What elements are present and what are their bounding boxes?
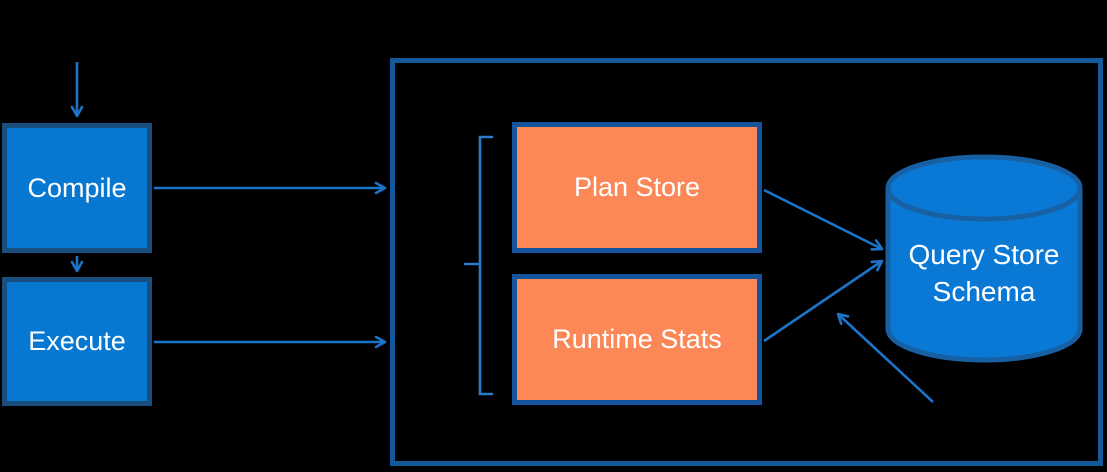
arrow-plan-store-to-schema	[763, 188, 884, 251]
runtime-stats-box: Runtime Stats	[512, 274, 762, 405]
plan-store-box: Plan Store	[512, 122, 762, 253]
arrow-runtime-stats-to-schema	[763, 259, 884, 343]
plan-store-label: Plan Store	[573, 172, 701, 202]
execute-label: Execute	[28, 326, 126, 356]
compile-box: Compile	[2, 123, 152, 253]
database-cylinder-icon	[885, 154, 1083, 363]
runtime-stats-label: Runtime Stats	[552, 324, 722, 354]
execute-box: Execute	[2, 277, 152, 406]
query-store-schema-label: Query Store Schema	[908, 239, 1060, 307]
query-store-container-box	[390, 58, 1103, 466]
left-brace-icon	[463, 135, 494, 396]
compile-label: Compile	[27, 172, 127, 203]
arrow-bottom-annotation	[836, 312, 934, 403]
